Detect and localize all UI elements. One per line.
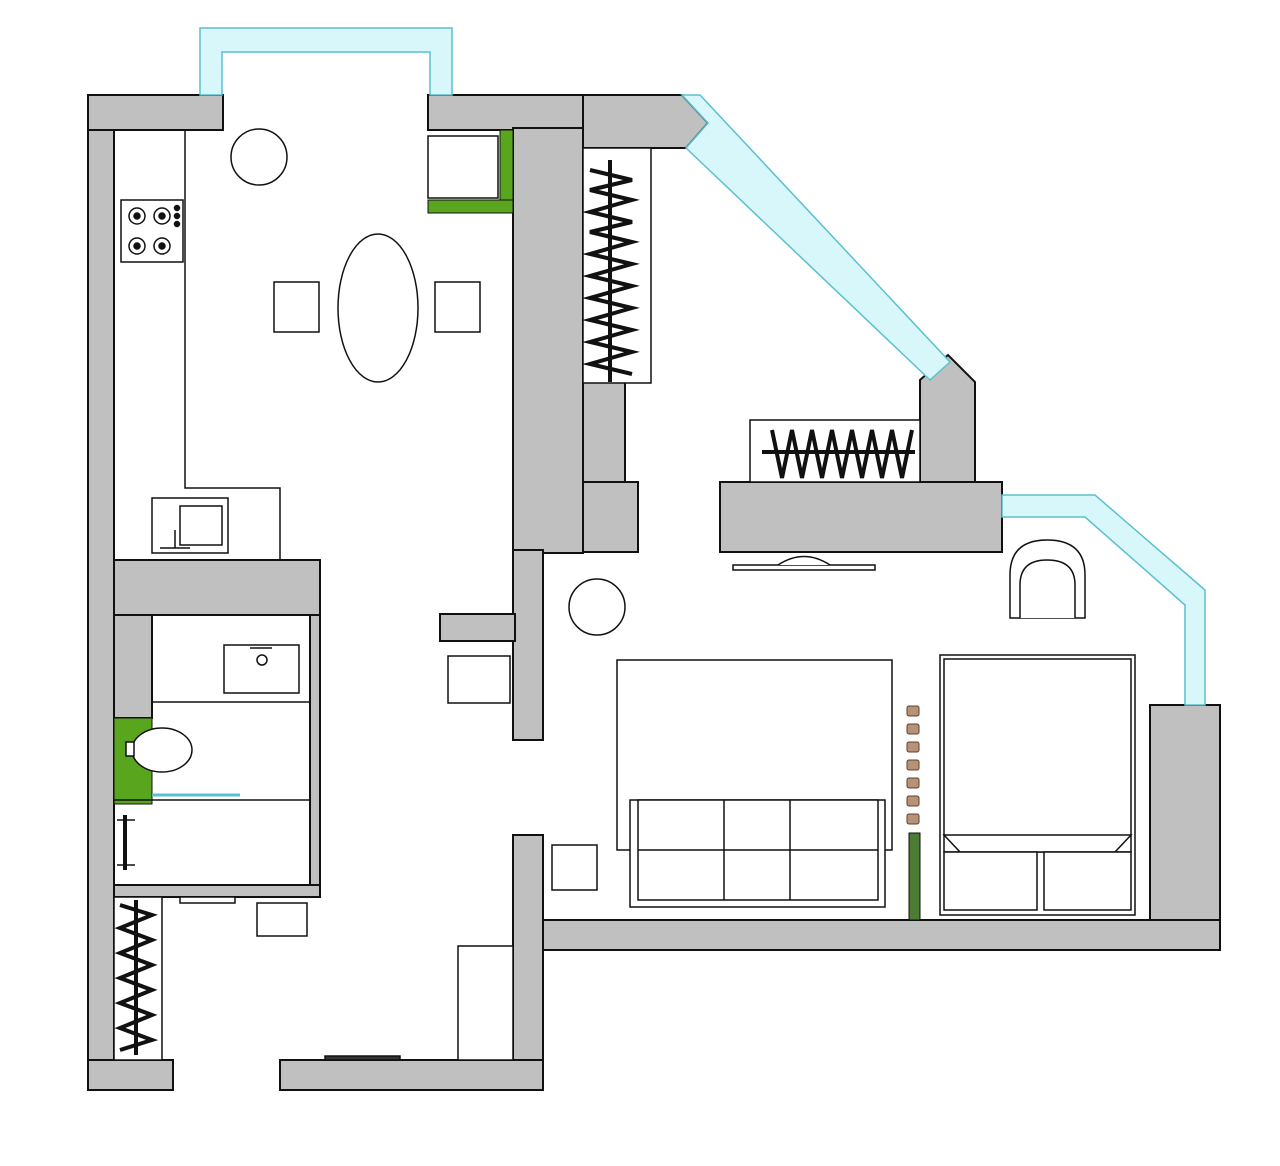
hangers-vertical xyxy=(582,160,640,382)
entry-hall xyxy=(113,896,514,1061)
stove-knob xyxy=(173,204,181,212)
nightstand-item xyxy=(906,705,920,717)
hangers-hall xyxy=(114,900,159,1055)
bedroom xyxy=(551,539,1136,916)
chair-left xyxy=(273,281,320,333)
side-table xyxy=(551,844,598,891)
wall-hall-right xyxy=(512,834,544,1091)
accent-kitchen-green-horizontal xyxy=(427,199,514,214)
single-bed-drawer xyxy=(943,851,1038,911)
wall-bedroom-right xyxy=(1149,704,1221,951)
hall-shelf-top xyxy=(179,896,236,904)
single-bed-pillow xyxy=(942,834,1133,853)
side-box xyxy=(447,655,511,704)
armchair-seat xyxy=(1019,559,1076,618)
stove-burner-center xyxy=(133,212,141,220)
tv xyxy=(732,564,876,571)
stove xyxy=(120,199,184,263)
accent-bedroom-divider xyxy=(908,832,921,921)
nightstand-item xyxy=(906,795,920,807)
washbasin xyxy=(223,644,300,694)
wall-bathroom-bottom xyxy=(113,884,321,898)
hangers-horizontal xyxy=(762,429,915,479)
window-bedroom-corner xyxy=(1001,494,1206,706)
washbasin-drain xyxy=(256,654,268,666)
wall-stub-kitchen xyxy=(439,613,516,642)
stove-burner-center xyxy=(158,242,166,250)
wall-left xyxy=(87,94,115,1091)
hall-cabinet xyxy=(457,945,514,1061)
stove-burner-center xyxy=(158,212,166,220)
wall-bathroom-right xyxy=(309,614,321,896)
wall-bathroom-top xyxy=(113,559,321,616)
tv-stand xyxy=(777,555,831,566)
stove-knob xyxy=(173,212,181,220)
round-stool-kitchen xyxy=(230,128,288,186)
nightstand xyxy=(906,705,920,825)
toilet-tank xyxy=(125,741,135,757)
wall-top-right xyxy=(427,94,584,131)
stove-knob xyxy=(173,220,181,228)
single-bed-mattress xyxy=(943,658,1132,853)
nightstand-item xyxy=(906,813,920,825)
wall-bedroom-bottom xyxy=(542,919,1221,951)
kitchen-counter xyxy=(114,129,281,560)
wall-wardrobe-bottom-left xyxy=(582,481,639,553)
kitchen-sink-basin xyxy=(179,505,223,546)
nightstand-item xyxy=(906,777,920,789)
nightstand-item xyxy=(906,723,920,735)
wall-bathroom-left-stub xyxy=(113,614,153,719)
wall-central-vertical xyxy=(512,127,584,554)
hall-stool xyxy=(256,902,308,937)
stove-burner-center xyxy=(133,242,141,250)
toilet xyxy=(131,727,193,773)
nightstand-item xyxy=(906,741,920,753)
kitchen xyxy=(114,128,511,704)
wall-wardrobe-bottom-right xyxy=(719,481,1003,553)
hall-door-threshold xyxy=(324,1055,401,1061)
window-wardrobe-diagonal xyxy=(680,94,952,382)
window-balcony-top xyxy=(199,27,453,96)
single-bed-drawer xyxy=(1043,851,1132,911)
dining-table xyxy=(337,233,419,383)
bathroom xyxy=(114,644,310,870)
chair-right xyxy=(434,281,481,333)
wall-bottom-right xyxy=(279,1059,544,1091)
wall-central-lower xyxy=(512,549,544,741)
windows xyxy=(199,27,1206,706)
round-table-bedroom xyxy=(568,578,626,636)
nightstand-item xyxy=(906,759,920,771)
wall-bottom-left xyxy=(87,1059,174,1091)
wall-top-left xyxy=(87,94,224,131)
cabinet xyxy=(427,135,499,199)
wardrobe-room xyxy=(582,147,921,483)
